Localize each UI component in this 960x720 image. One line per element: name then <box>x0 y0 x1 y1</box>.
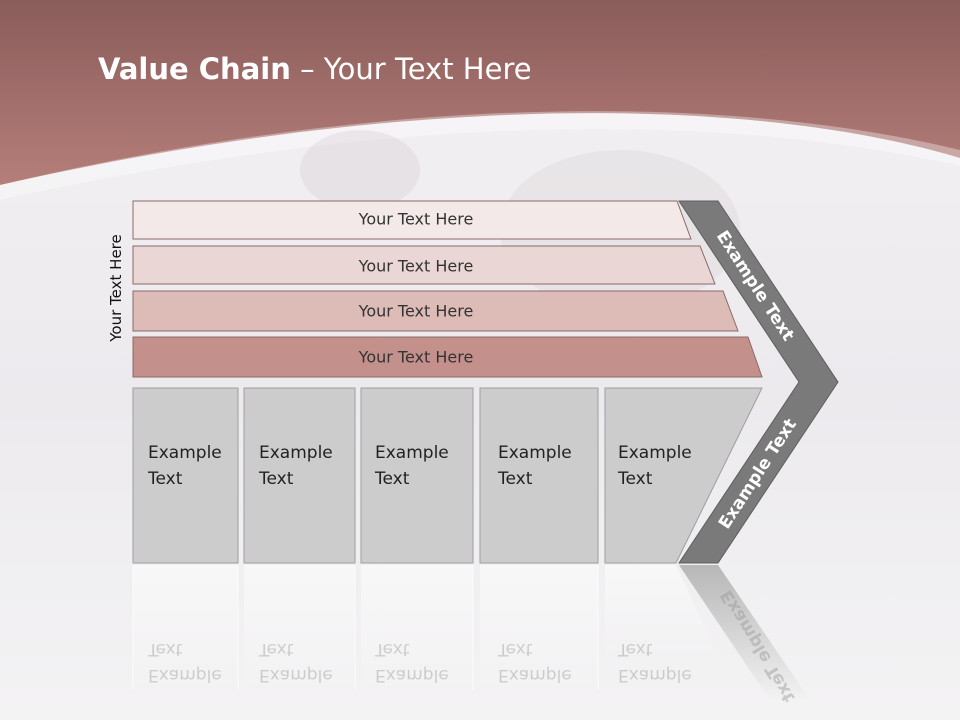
cell-reflection-text: Example Text <box>498 639 572 685</box>
cell-reflection-text: Example Text <box>259 639 333 685</box>
cell-reflection-text: Example Text <box>148 639 222 685</box>
cell-2 <box>243 387 356 564</box>
bar-2 <box>132 245 716 285</box>
header-swoosh <box>0 111 960 200</box>
bar-4 <box>132 336 763 378</box>
header-band <box>0 0 960 185</box>
cell-3 <box>360 387 474 564</box>
title-rest: – Your Text Here <box>290 52 532 86</box>
cell-reflection <box>361 565 473 695</box>
cell-reflection <box>480 565 598 695</box>
cell-reflection <box>244 565 355 695</box>
cell-reflection-text: Example Text <box>618 639 692 685</box>
bar-label-4: Your Text Here <box>358 347 474 367</box>
cell-reflection-text: Example Text <box>375 639 449 685</box>
cell-label-4: Example Text <box>498 443 572 489</box>
cell-reflection <box>133 565 238 695</box>
bar-label-2: Your Text Here <box>358 256 474 276</box>
bar-1 <box>132 200 692 240</box>
cell-label-5: Example Text <box>618 443 692 489</box>
cell-label-2: Example Text <box>259 443 333 489</box>
chevron-reflection <box>679 565 810 700</box>
background-figure <box>300 130 420 210</box>
cell-label-3: Example Text <box>375 443 449 489</box>
title-bold: Value Chain <box>98 52 291 86</box>
bar-label-3: Your Text Here <box>358 301 474 321</box>
side-label: Your Text Here <box>107 234 125 342</box>
slide-title: Value Chain – Your Text Here <box>98 52 532 86</box>
bar-3 <box>132 290 739 332</box>
cell-1 <box>132 387 239 564</box>
bar-label-1: Your Text Here <box>358 209 474 229</box>
cell-4 <box>479 387 599 564</box>
cell-5 <box>604 387 763 564</box>
chevron-shape-clean <box>678 200 839 564</box>
cell-label-1: Example Text <box>148 443 222 489</box>
cell-reflection <box>605 565 720 660</box>
